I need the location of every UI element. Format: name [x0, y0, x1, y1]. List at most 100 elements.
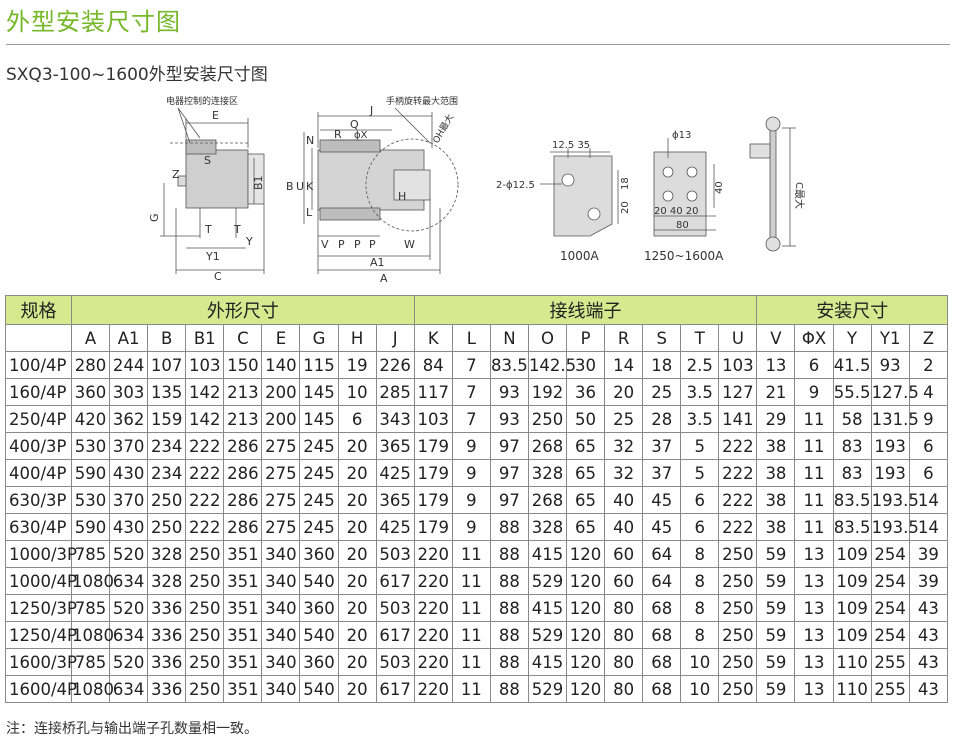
value-cell: 93 [489, 405, 529, 433]
value-cell: 11 [451, 567, 491, 595]
value-cell: 336 [147, 594, 187, 622]
value-cell: 50 [566, 405, 606, 433]
dim-Q: Q [350, 118, 359, 131]
value-cell: 38 [756, 432, 796, 460]
terminal-1250a [653, 151, 707, 237]
column-header: G [299, 324, 339, 352]
value-cell: 40 [604, 486, 644, 514]
value-cell: 351 [223, 648, 263, 676]
value-cell: 20 [337, 594, 377, 622]
value-cell: 360 [70, 378, 111, 406]
dim-U: U [296, 180, 304, 193]
value-cell: 255 [870, 648, 910, 676]
dim-phix: ϕX [354, 130, 368, 141]
value-cell: 336 [147, 621, 187, 649]
value-cell: 520 [109, 540, 149, 568]
column-header: N [489, 324, 529, 352]
dim-Y1: Y1 [205, 250, 220, 263]
value-cell: 200 [261, 405, 301, 433]
value-cell: 120 [566, 567, 606, 595]
value-cell: 11 [794, 405, 834, 433]
value-cell: 254 [870, 540, 910, 568]
value-cell: 13 [756, 351, 796, 379]
value-cell: 336 [147, 648, 187, 676]
value-cell: 84 [413, 351, 453, 379]
value-cell: 13 [794, 675, 834, 703]
dim-12-5-35: 12.5 35 [552, 140, 590, 151]
value-cell: 83 [832, 432, 872, 460]
value-cell: 193.5 [870, 513, 919, 541]
value-cell: 634 [109, 675, 149, 703]
value-cell: 41.5 [832, 351, 872, 379]
dim-K: K [306, 180, 314, 193]
value-cell: 220 [413, 621, 453, 649]
value-cell: 220 [413, 648, 453, 676]
value-cell: 10 [680, 648, 720, 676]
value-cell: 43 [908, 675, 949, 703]
value-cell: 3.5 [680, 378, 720, 406]
value-cell: 60 [604, 540, 644, 568]
dim-A: A [380, 272, 388, 285]
page-title: 外型安装尺寸图 [6, 8, 181, 36]
column-header: S [642, 324, 682, 352]
value-cell: 340 [261, 540, 301, 568]
value-cell: 370 [109, 486, 149, 514]
value-cell: 5 [680, 459, 720, 487]
value-cell: 193 [870, 432, 910, 460]
value-cell: 45 [642, 486, 682, 514]
value-cell: 280 [70, 351, 111, 379]
value-cell: 13 [794, 594, 834, 622]
value-cell: 222 [185, 513, 225, 541]
value-cell: 179 [413, 459, 453, 487]
value-cell: 59 [756, 648, 796, 676]
value-cell: 145 [299, 405, 339, 433]
dim-hole: 2-ϕ12.5 [496, 180, 535, 191]
value-cell: 127 [718, 378, 758, 406]
value-cell: 68 [642, 675, 682, 703]
value-cell: 303 [109, 378, 149, 406]
value-cell: 222 [718, 486, 758, 514]
column-header: L [451, 324, 491, 352]
value-cell: 10 [680, 675, 720, 703]
value-cell: 11 [794, 513, 834, 541]
value-cell: 43 [908, 621, 949, 649]
value-cell: 590 [70, 459, 111, 487]
value-cell: 6 [794, 351, 834, 379]
value-cell: 503 [375, 540, 415, 568]
value-cell: 250 [147, 513, 187, 541]
value-cell: 107 [147, 351, 187, 379]
dim-80: 80 [676, 220, 689, 231]
value-cell: 268 [527, 486, 568, 514]
value-cell: 37 [642, 459, 682, 487]
value-cell: 65 [566, 459, 606, 487]
footnote: 注：连接桥孔与输出端子孔数量相一致。 [6, 721, 258, 737]
value-cell: 38 [756, 513, 796, 541]
value-cell: 268 [527, 432, 568, 460]
column-header: Y1 [870, 324, 910, 352]
column-header: C [223, 324, 263, 352]
value-cell: 141 [718, 405, 758, 433]
column-header-blank [5, 324, 72, 352]
value-cell: 13 [794, 648, 834, 676]
header-install: 安装尺寸 [756, 295, 948, 325]
value-cell: 340 [261, 648, 301, 676]
column-header: T [680, 324, 720, 352]
value-cell: 222 [718, 513, 758, 541]
value-cell: 64 [642, 540, 682, 568]
value-cell: 58 [832, 405, 872, 433]
value-cell: 59 [756, 567, 796, 595]
value-cell: 103 [413, 405, 453, 433]
value-cell: 39 [908, 567, 949, 595]
value-cell: 351 [223, 540, 263, 568]
value-cell: 540 [299, 621, 339, 649]
value-cell: 9 [451, 459, 491, 487]
value-cell: 93 [489, 378, 529, 406]
value-cell: 80 [604, 675, 644, 703]
dim-20-40-20: 20 40 20 [654, 206, 699, 217]
value-cell: 21 [756, 378, 796, 406]
value-cell: 520 [109, 594, 149, 622]
value-cell: 360 [299, 648, 339, 676]
